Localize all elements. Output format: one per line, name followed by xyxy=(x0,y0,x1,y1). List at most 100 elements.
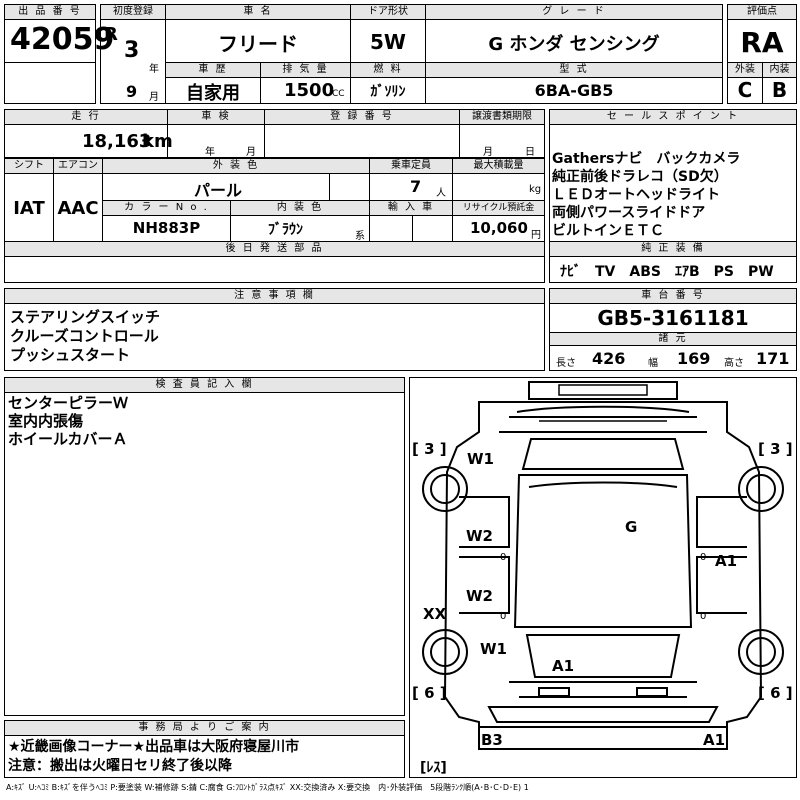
hei-label: 高さ xyxy=(724,358,744,369)
transfer-month-unit: 月 xyxy=(483,147,493,158)
mark-w2-a: W2 xyxy=(466,527,493,545)
model-code: 6BA-GB5 xyxy=(534,81,614,100)
mark-w1-rear: W1 xyxy=(480,640,507,658)
import-divider xyxy=(412,215,413,242)
mark-rear-bumper-r: A1 xyxy=(703,731,726,749)
fuel-label: 燃 料 xyxy=(350,62,426,78)
int-color-label: 内 装 色 xyxy=(230,200,370,216)
mark-rf-tire: [ 3 ] xyxy=(758,440,793,458)
mark-rear-bumper-l: B3 xyxy=(481,731,503,749)
diagram-frame xyxy=(409,377,797,778)
int-grade: B xyxy=(771,78,788,102)
yen-unit: 円 xyxy=(531,230,541,241)
notes-label: 注 意 事 項 欄 xyxy=(4,288,545,304)
wid-label: 幅 xyxy=(648,358,658,369)
mark-z1: 0 xyxy=(500,552,507,563)
color-no: NH883P xyxy=(132,219,201,237)
score-label: 評価点 xyxy=(727,4,797,20)
office-lines: ★近畿画像コーナー★出品車は大阪府寝屋川市注意：搬出は火曜日セリ終了後以降 xyxy=(8,738,299,776)
mark-z4: 0 xyxy=(700,611,707,622)
history-label: 車 歴 xyxy=(165,62,261,78)
mark-rr-tire: [ 6 ] xyxy=(758,684,793,702)
regno-label: 登 録 番 号 xyxy=(264,109,460,125)
car-diagram xyxy=(422,381,784,750)
shift: IAT xyxy=(13,198,45,219)
equip-label: 純 正 装 備 xyxy=(549,241,797,257)
transfer-label: 譲渡書類期限 xyxy=(459,109,545,125)
inspector-cell xyxy=(4,392,405,716)
mileage: 18,163 xyxy=(82,131,152,152)
reg-year: 3 xyxy=(124,38,140,63)
mark-trunk: [ﾚｽ] xyxy=(420,760,447,776)
office-cell xyxy=(4,735,405,778)
inspection-year-unit: 年 xyxy=(205,147,215,158)
parts-label: 後 日 発 送 部 品 xyxy=(4,241,545,257)
equipment: ﾅﾋﾞ TV ABS ｴｱB PS PW xyxy=(560,264,774,280)
model-label: 型 式 xyxy=(425,62,723,78)
inspector-line: ホイールカバーＡ xyxy=(8,430,128,448)
reg-month: 9 xyxy=(126,82,138,101)
grade: G ホンダ センシング xyxy=(488,34,660,55)
sales-point-line: Gathersナビ バックカメラ xyxy=(552,151,741,167)
model-cell xyxy=(425,77,723,104)
mark-left-rear: XX xyxy=(423,605,447,623)
mark-w1-front: W1 xyxy=(467,450,494,468)
len-label: 長さ xyxy=(556,358,576,369)
load-label: 最大積載量 xyxy=(452,158,545,174)
int-grade-cell xyxy=(762,77,797,104)
recycle-label: リサイクル預託金 xyxy=(452,200,545,216)
year-unit: 年 xyxy=(149,64,159,75)
car-name-label: 車 名 xyxy=(165,4,351,20)
regno-cell xyxy=(264,124,460,158)
height: 171 xyxy=(756,349,790,368)
recycle-amount: 10,060 xyxy=(470,219,528,237)
office-label: 事 務 局 よ り ご 案 内 xyxy=(4,720,405,736)
inspector-label: 検 査 員 記 入 欄 xyxy=(4,377,405,393)
mark-z3: 0 xyxy=(700,552,707,563)
load-unit: kg xyxy=(529,184,542,195)
sales-point-line: ビルトインＥＴＣ xyxy=(552,223,664,239)
month-unit: 月 xyxy=(149,92,159,103)
transfer-cell xyxy=(459,124,545,158)
fuel: ｶﾞｿﾘﾝ xyxy=(370,84,406,100)
mark-right-door: A1 xyxy=(715,552,738,570)
inspector-line: センターピラーＷ xyxy=(8,394,129,412)
color-no-label: カ ラ ー N o . xyxy=(102,200,231,216)
mark-lr-tire: [ 6 ] xyxy=(412,684,447,702)
mileage-label: 走 行 xyxy=(4,109,168,125)
length: 426 xyxy=(592,349,626,368)
notes-lines: ステアリングスイッチクルーズコントロールプッシュスタート xyxy=(10,308,160,365)
inspection-month-unit: 月 xyxy=(246,147,256,158)
int-grade-label: 内装 xyxy=(762,62,797,78)
inspector-line: 室内内張傷 xyxy=(8,412,84,430)
int-color: ﾌﾞﾗｳﾝ xyxy=(268,222,303,238)
ext-color-divider xyxy=(329,173,330,201)
score: RA xyxy=(740,26,784,59)
note-line: ステアリングスイッチ xyxy=(10,308,161,326)
import-cell xyxy=(369,215,453,242)
cc-unit: CC xyxy=(332,89,345,99)
ext-grade: C xyxy=(737,78,753,102)
mark-lf-tire: [ 3 ] xyxy=(412,440,447,458)
ac: AAC xyxy=(57,198,99,219)
chassis-label: 車 台 番 号 xyxy=(549,288,797,304)
displacement-label: 排 気 量 xyxy=(260,62,351,78)
grade-label: グ レ ー ド xyxy=(425,4,723,20)
shift-label: シフト xyxy=(4,158,54,174)
int-color-kei: 系 xyxy=(355,231,365,242)
legend: A:ｷｽﾞ U:ﾍｺﾐ B:ｷｽﾞを伴うﾍｺﾐ P:要塗装 W:補修跡 S:錆 … xyxy=(6,783,529,792)
mark-rear-glass: A1 xyxy=(552,657,575,675)
ext-color-label: 外 装 色 xyxy=(102,158,370,174)
sales-lines: Gathersナビ バックカメラ純正前後ドラレコ（SD欠）ＬＥＤオートヘッドライ… xyxy=(552,150,740,240)
office-line: 注意：搬出は火曜日セリ終了後以降 xyxy=(8,758,232,774)
parts-cell xyxy=(4,256,545,283)
sales-point-line: 純正前後ドラレコ（SD欠） xyxy=(552,169,728,185)
car-name: フリード xyxy=(218,32,298,56)
office-line: ★近畿画像コーナー★出品車は大阪府寝屋川市 xyxy=(8,739,300,755)
mark-w2-b: W2 xyxy=(466,587,493,605)
mark-roof: G xyxy=(625,518,638,536)
history: 自家用 xyxy=(186,83,240,104)
displacement: 1500 xyxy=(284,80,335,101)
chassis-number: GB5-3161181 xyxy=(597,306,749,330)
